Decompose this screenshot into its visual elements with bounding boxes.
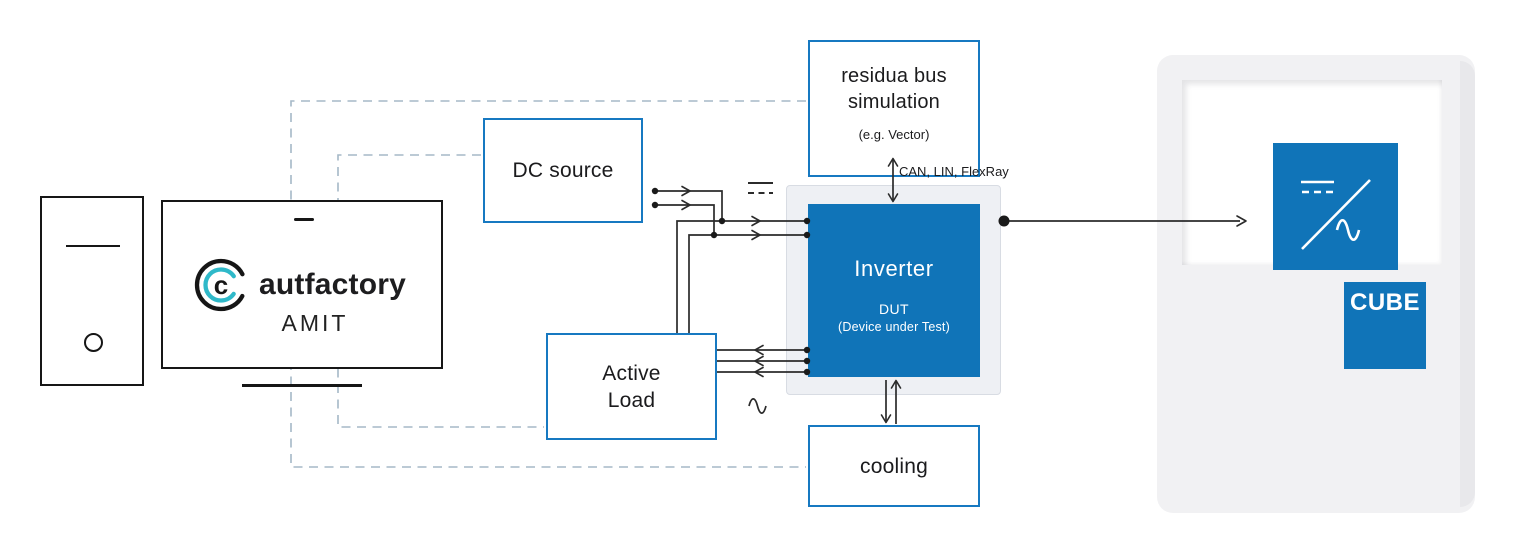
arrow-left-icon [754,366,764,378]
tower-power-button-icon [84,333,103,352]
monitor-stand [242,384,362,387]
cabinet-window [1182,80,1442,270]
pc-tower [40,196,144,386]
residual-bus-simulation-box: residua bus simulation (e.g. Vector) [808,40,980,177]
arrow-left-icon [754,344,764,356]
arrow-right-icon [751,229,761,241]
inverter-dut-label: DUT [879,301,909,317]
inverter-title: Inverter [854,256,934,281]
wire-dc-plus [655,190,723,220]
autfactory-logo-icon: c [194,258,248,312]
residual-bus-label-line1: residua bus [841,65,947,87]
residual-bus-subtitle: (e.g. Vector) [858,127,930,142]
arrow-right-icon [681,199,691,211]
active-load-box: Active Load [546,333,717,440]
brand-text: autfactory [259,268,407,301]
cooling-label: cooling [860,454,928,478]
cabinet-side-bevel [1460,61,1475,507]
inverter-dut-subtitle: (Device under Test) [838,320,950,334]
dc-source-label: DC source [512,159,614,182]
bus-protocol-label: CAN, LIN, FlexRay [899,164,1009,179]
monitor: c autfactory AMIT [161,200,443,369]
cube-logo: CUBE [1344,282,1426,369]
wire-dc-minus [655,204,715,234]
amit-label: AMIT [281,310,349,336]
arrow-left-icon [754,355,764,367]
cube-logo-text: CUBE [1349,289,1420,316]
residual-bus-label-line2: simulation [847,91,941,113]
arrow-down-icon [880,414,892,424]
dc-symbol-icon [748,182,773,194]
logo-letter: c [214,270,228,300]
ac-symbol-icon [748,398,767,414]
inverter-box: Inverter DUT (Device under Test) [808,204,980,377]
cooling-box: cooling [808,425,980,507]
autfactory-logo: c autfactory [194,255,406,315]
arrow-right-icon [681,185,691,197]
dc-source-box: DC source [483,118,643,223]
arrow-right-icon [751,215,761,227]
dc-ac-converter-icon [1273,143,1398,270]
active-load-label-line2: Load [607,388,656,412]
tower-drive-slot [66,245,120,247]
webcam-notch-icon [294,218,314,221]
active-load-label-line1: Active [602,361,661,385]
dut-container: Inverter DUT (Device under Test) [786,185,1001,395]
cube-cabinet: CUBE [1157,55,1475,513]
